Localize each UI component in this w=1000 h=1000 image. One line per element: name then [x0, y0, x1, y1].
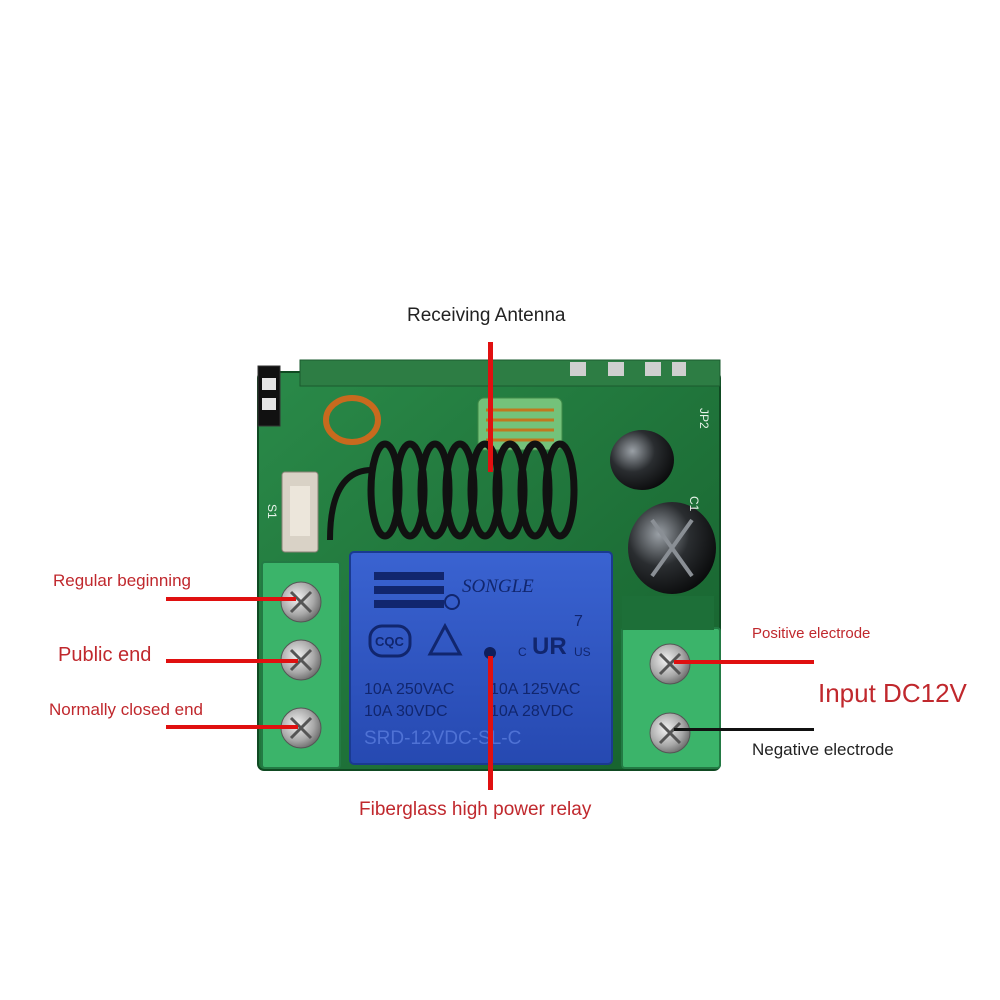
us-mark: US — [574, 645, 591, 659]
relay-callout-line — [488, 656, 493, 790]
relay-model: SRD-12VDC-SL-C — [364, 728, 521, 749]
relay-brand: SONGLE — [462, 576, 534, 597]
songle-logo — [374, 572, 444, 608]
normally-closed-callout-line — [166, 725, 298, 729]
regular-beginning-callout-line — [166, 597, 296, 601]
relay-description-label: Fiberglass high power relay — [359, 799, 592, 820]
relay-num: 7 — [574, 613, 583, 630]
cqc-mark: CQC — [375, 634, 405, 649]
relay-rating-2a: 10A 30VDC — [364, 703, 448, 720]
ul-mark: UR — [532, 633, 567, 660]
jp2-silkscreen: JP2 — [697, 408, 711, 429]
small-capacitor — [610, 430, 674, 490]
positive-electrode-label: Positive electrode — [752, 625, 871, 642]
relay-rating-2b: 10A 28VDC — [490, 703, 574, 720]
relay-rating-1b: 10A 125VAC — [490, 681, 580, 698]
relay-c-mark: C — [518, 645, 527, 659]
antenna-label: Receiving Antenna — [407, 305, 566, 326]
antenna-coil — [367, 440, 578, 540]
relay-rating-1a: 10A 250VAC — [364, 681, 454, 698]
coil-inductor — [323, 395, 381, 445]
input-dc12v-label: Input DC12V — [818, 678, 967, 708]
antenna-callout-line — [488, 342, 493, 472]
public-end-callout-line — [166, 659, 298, 663]
normally-closed-end-label: Normally closed end — [49, 700, 204, 719]
s1-silkscreen: S1 — [265, 504, 279, 519]
negative-electrode-label: Negative electrode — [752, 740, 894, 759]
public-end-label: Public end — [58, 644, 152, 666]
negative-electrode-callout-line — [674, 728, 814, 731]
jumper-header — [257, 365, 281, 427]
positive-electrode-callout-line — [674, 660, 814, 664]
regular-beginning-label: Regular beginning — [53, 571, 191, 590]
c1-silkscreen: C1 — [687, 496, 701, 512]
